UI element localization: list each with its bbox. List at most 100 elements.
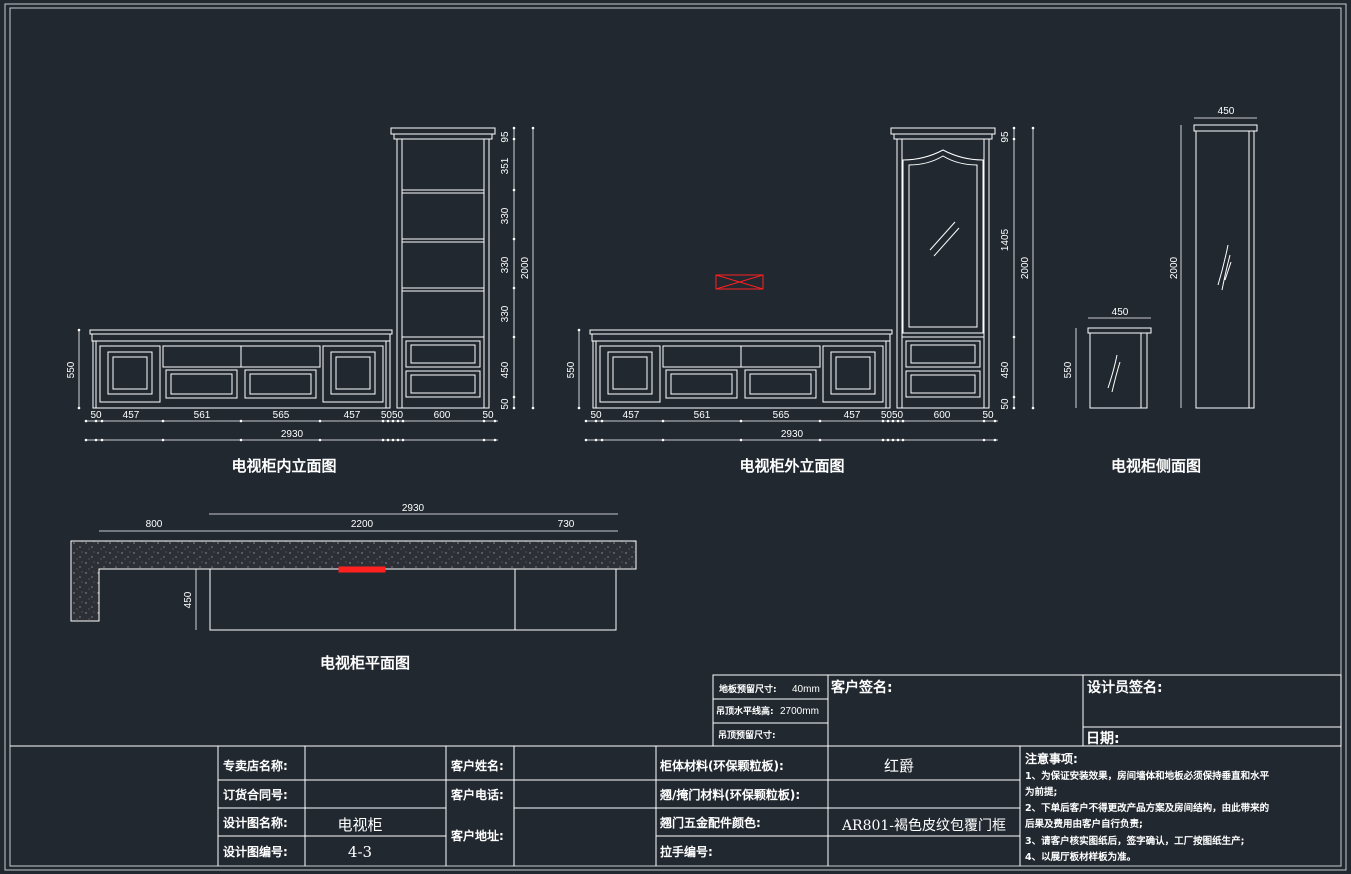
- note-line: 1、为保证安装效果，房间墙体和地板必须保持垂直和水平: [1025, 770, 1270, 782]
- dim-tick: [100, 419, 104, 423]
- dim-tick: [896, 438, 900, 442]
- dim-tick: [901, 419, 905, 423]
- dim-tick: [512, 286, 516, 290]
- dim-label: 50: [1000, 398, 1011, 410]
- dim-tick: [891, 419, 895, 423]
- side-elevation: [1087, 124, 1258, 409]
- dim-tick: [594, 419, 598, 423]
- floor-label: 地板预留尺寸:: [719, 683, 777, 695]
- dim-tick: [318, 419, 322, 423]
- dim-total: 2930: [781, 429, 804, 440]
- dim-tick: [818, 438, 822, 442]
- dim-tick: [577, 328, 581, 332]
- dim-tick: [881, 438, 885, 442]
- dim-tick: [739, 438, 743, 442]
- dim-tick: [881, 419, 885, 423]
- dim-label: 450: [500, 361, 511, 378]
- dim-label: 457: [344, 410, 361, 421]
- dim-tick: [239, 438, 243, 442]
- design-no-value: 4-3: [348, 843, 372, 861]
- dim-label: 95: [500, 131, 511, 143]
- dim-tick: [1012, 126, 1016, 130]
- dim-tick: [886, 438, 890, 442]
- plan-dims: 2930 800 2200 730 450: [146, 503, 575, 608]
- store-label: 专卖店名称:: [223, 758, 288, 773]
- dim-tick: [512, 188, 516, 192]
- dim-label: 561: [194, 410, 211, 421]
- ceiling-label: 吊顶水平线高:: [716, 705, 774, 717]
- plan-view: [70, 540, 637, 631]
- dim-tick: [77, 406, 81, 410]
- dim-tick: [584, 419, 588, 423]
- dim-tick: [391, 419, 395, 423]
- dim-label: 450: [1112, 307, 1129, 318]
- body-material-label: 柜体材料(环保颗粒板):: [659, 758, 784, 773]
- floor-value: 40mm: [792, 684, 820, 695]
- dim-label: 351: [500, 157, 511, 174]
- note-line: 为前提;: [1025, 786, 1057, 798]
- ceiling-reserve-label: 吊顶预留尺寸:: [718, 729, 776, 741]
- tv-marker: [715, 274, 764, 290]
- dim-tick: [493, 438, 497, 442]
- dim-label: 565: [273, 410, 290, 421]
- dim-tick: [381, 419, 385, 423]
- dim-tick: [594, 438, 598, 442]
- dim-tick: [886, 419, 890, 423]
- dim-label: 600: [434, 410, 451, 421]
- dim-label: 1405: [1000, 228, 1011, 251]
- dim-tick: [577, 406, 581, 410]
- dim-tick: [381, 438, 385, 442]
- ceiling-value: 2700mm: [780, 706, 819, 717]
- dim-height: 550: [566, 361, 577, 378]
- hardware-value: AR801-褐色皮纹包覆门框: [841, 817, 1006, 834]
- dim-tick: [993, 438, 997, 442]
- title-block-lines: [10, 674, 1342, 866]
- dim-tick: [512, 335, 516, 339]
- dim-label: 95: [1000, 131, 1011, 143]
- dim-tick: [401, 419, 405, 423]
- dim-tick: [512, 395, 516, 399]
- notes-title: 注意事项:: [1025, 751, 1078, 766]
- dim-height: 450: [183, 591, 194, 608]
- dim-label: 50: [982, 410, 994, 421]
- client-address-label: 客户地址:: [450, 828, 504, 843]
- dim-tick: [94, 419, 98, 423]
- dim-tick: [739, 419, 743, 423]
- dim-tick: [1012, 137, 1016, 141]
- dim-label: 330: [500, 256, 511, 273]
- dim-tick: [1031, 126, 1035, 130]
- dim-label: 565: [773, 410, 790, 421]
- dim-tick: [239, 419, 243, 423]
- client-name-label: 客户姓名:: [450, 758, 504, 773]
- dim-tick: [896, 419, 900, 423]
- dim-label: 50: [482, 410, 494, 421]
- design-no-label: 设计图编号:: [223, 844, 288, 859]
- dim-tick: [386, 438, 390, 442]
- title-inner-elevation: 电视柜内立面图: [231, 457, 336, 475]
- dim-tick: [661, 438, 665, 442]
- dim-tick: [993, 419, 997, 423]
- dim-tick: [100, 438, 104, 442]
- dim-tick: [493, 419, 497, 423]
- dim-tick: [396, 419, 400, 423]
- dim-tick: [512, 237, 516, 241]
- dim-label: 50: [90, 410, 102, 421]
- dim-tick: [396, 438, 400, 442]
- note-line: 后果及费用由客户自行负责;: [1025, 818, 1143, 830]
- info-table: 专卖店名称: 订货合同号: 设计图名称: 电视柜 设计图编号: 4-3 客户姓名…: [223, 757, 1006, 861]
- dim-tick: [1012, 335, 1016, 339]
- dim-label: 457: [623, 410, 640, 421]
- dim-tick: [818, 419, 822, 423]
- dim-label: 50: [590, 410, 602, 421]
- note-line: 2、下单后客户不得更改产品方案及房间结构，由此带来的: [1025, 802, 1270, 814]
- dim-tick: [982, 419, 986, 423]
- dim-tick: [161, 419, 165, 423]
- dim-label: 5050: [381, 410, 404, 421]
- dim-tick: [1031, 406, 1035, 410]
- dim-label: 5050: [881, 410, 904, 421]
- dim-label: 50: [500, 398, 511, 410]
- dim-label: 800: [146, 519, 163, 530]
- note-line: 4、以展厅板材样板为准。: [1025, 851, 1136, 863]
- dim-height: 550: [66, 361, 77, 378]
